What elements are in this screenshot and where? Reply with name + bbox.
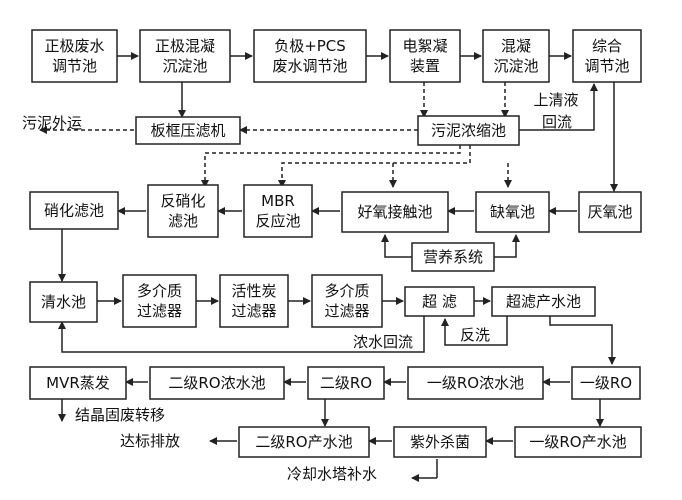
unit-uv: 紫外杀菌 <box>393 426 487 458</box>
unit-label: 反应池 <box>255 212 300 230</box>
unit-label: 二级RO浓水池 <box>168 374 265 392</box>
unit-label: 好氧接触池 <box>357 203 432 221</box>
unit-filter-press: 板框压滤机 <box>135 116 241 145</box>
connectors <box>39 52 618 482</box>
unit-label: 过滤器 <box>137 302 182 320</box>
unit-label: 调节池 <box>584 57 629 75</box>
flow-label-supernatant: 上清液 <box>533 91 578 109</box>
unit-ro1-product: 一级RO产水池 <box>514 426 642 458</box>
unit-label: 一级RO <box>580 374 632 392</box>
unit-label: MBR <box>261 192 295 210</box>
flow-label-cooling: 冷却水塔补水 <box>287 465 377 483</box>
unit-sludge-thick: 污泥浓缩池 <box>417 115 520 146</box>
unit-label: 超滤产水池 <box>506 293 581 311</box>
flow-label-crystal: 结晶固废转移 <box>75 406 165 424</box>
unit-nitrif-filter: 硝化滤池 <box>29 191 119 230</box>
unit-ro1-conc: 一级RO浓水池 <box>407 366 544 400</box>
process-units: 正极废水调节池正极混凝沉淀池负极+PCS废水调节池电絮凝装置混凝沉淀池综合调节池… <box>29 29 642 458</box>
unit-ro1: 一级RO <box>571 366 641 400</box>
unit-aerobic: 好氧接触池 <box>341 191 449 233</box>
unit-label: 营养系统 <box>423 248 483 266</box>
unit-label: 多介质 <box>324 282 369 300</box>
unit-neg-pcs: 负极+PCS 废水调节池 <box>253 29 367 83</box>
unit-label: 一级RO浓水池 <box>427 374 524 392</box>
unit-label: 装置 <box>410 57 440 75</box>
flow-label-supernatant: 回流 <box>542 113 572 131</box>
unit-ro2-product: 二级RO产水池 <box>238 426 370 458</box>
flow-label-discharge: 达标排放 <box>120 432 180 450</box>
unit-uf: 超 滤 <box>404 286 475 317</box>
unit-label: 污泥浓缩池 <box>431 122 506 140</box>
unit-label: 反硝化 <box>160 192 205 210</box>
flow-label-backwash: 反洗 <box>460 326 490 344</box>
unit-label: 清水池 <box>41 293 86 311</box>
unit-label: 二级RO <box>320 374 372 392</box>
unit-label: 正极混凝 <box>155 37 215 55</box>
unit-anoxic: 缺氧池 <box>475 191 550 233</box>
flow-label-conc-return: 浓水回流 <box>353 333 413 351</box>
unit-label: 二级RO产水池 <box>255 433 352 451</box>
unit-label: 缺氧池 <box>490 203 535 221</box>
unit-label: 过滤器 <box>231 302 276 320</box>
unit-label: 沉淀池 <box>162 57 207 75</box>
unit-label: 滤池 <box>168 212 198 230</box>
unit-clear-pool: 清水池 <box>29 281 98 323</box>
unit-label: 一级RO产水池 <box>529 433 626 451</box>
flow-label-sludge-out: 污泥外运 <box>22 114 82 132</box>
unit-label: 紫外杀菌 <box>410 433 470 451</box>
unit-label: 调节池 <box>52 57 97 75</box>
unit-label: 过滤器 <box>324 302 369 320</box>
unit-mbr: MBR 反应池 <box>243 184 313 238</box>
unit-label: 负极+PCS <box>274 37 346 55</box>
unit-nutrient: 营养系统 <box>411 242 495 272</box>
unit-label: 活性炭 <box>231 282 276 300</box>
unit-anaerobic: 厌氧池 <box>578 191 642 233</box>
unit-label: 板框压滤机 <box>150 122 225 140</box>
unit-ro2-conc: 二级RO浓水池 <box>149 366 285 400</box>
unit-label: 正极废水 <box>44 37 104 55</box>
unit-label: 硝化滤池 <box>44 202 104 220</box>
unit-label: 综合 <box>592 37 622 55</box>
unit-ro2: 二级RO <box>307 366 385 400</box>
unit-mvr: MVR蒸发 <box>29 366 127 400</box>
unit-label: 超 滤 <box>422 293 457 311</box>
unit-label: MVR蒸发 <box>46 374 110 392</box>
unit-label: 多介质 <box>137 282 182 300</box>
unit-label: 厌氧池 <box>587 203 632 221</box>
unit-label: 沉淀池 <box>493 57 538 75</box>
unit-label: 电絮凝 <box>402 37 447 55</box>
unit-label: 废水调节池 <box>272 57 347 75</box>
unit-label: 混凝 <box>501 37 531 55</box>
unit-uf-product: 超滤产水池 <box>491 286 596 317</box>
